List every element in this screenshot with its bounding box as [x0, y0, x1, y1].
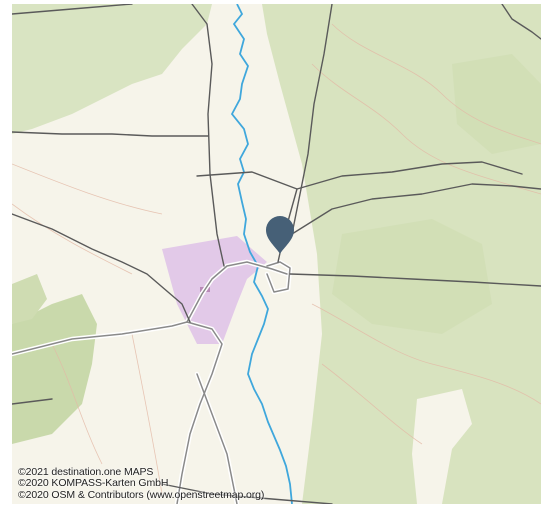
attribution-line: ©2020 OSM & Contributors (www.openstreet… [18, 488, 265, 501]
map-canvas[interactable] [12, 4, 541, 504]
map-pin-icon[interactable] [266, 216, 294, 254]
attribution-line: ©2020 KOMPASS-Karten GmbH [18, 477, 169, 489]
attribution-line: ©2021 destination.one MAPS [18, 465, 154, 478]
map-attribution: ©2021 destination.one MAPS ©2020 KOMPASS… [18, 465, 265, 502]
river [230, 4, 293, 504]
contour-lines [12, 23, 541, 495]
forest-areas [12, 4, 541, 504]
map-view[interactable]: ©2021 destination.one MAPS ©2020 KOMPASS… [12, 4, 541, 504]
